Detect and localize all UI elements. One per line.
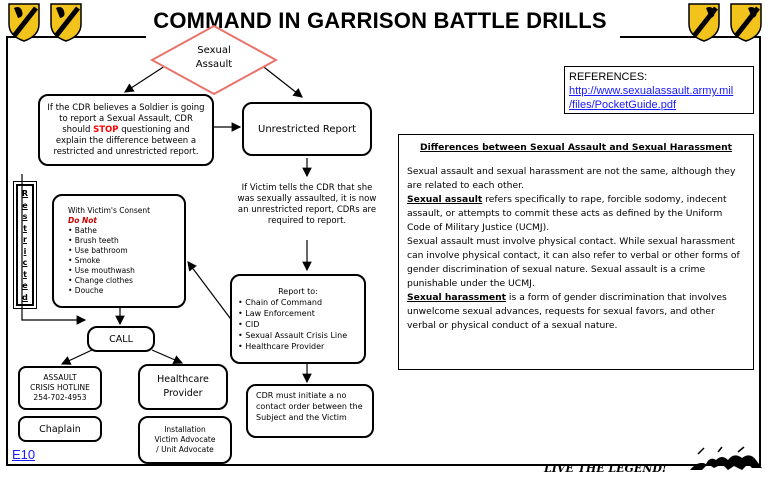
consent-list-item: • Brush teeth xyxy=(68,236,119,245)
frame-top-right xyxy=(620,36,761,38)
believe-text-before: If the CDR believes a Soldier is going t… xyxy=(47,102,205,135)
e10-link[interactable]: E10 xyxy=(12,447,35,462)
hotline-phone: 254-702-4953 xyxy=(33,393,87,402)
do-not-label: Do Not xyxy=(68,216,98,225)
cdr-believes-box: If the CDR believes a Soldier is going t… xyxy=(38,94,214,166)
healthcare-line2: Provider xyxy=(163,388,203,399)
report-list-item: • Healthcare Provider xyxy=(238,342,325,351)
restricted-letter: t xyxy=(23,223,27,233)
restricted-letter: c xyxy=(22,258,28,267)
consent-list-item: • Bathe xyxy=(68,226,97,235)
call-label: CALL xyxy=(109,333,133,345)
report-list-item: • Law Enforcement xyxy=(238,309,315,318)
motto-text: LIVE THE LEGEND! xyxy=(544,462,667,475)
victim-consent-box: With Victim's Consent Do Not • Bathe• Br… xyxy=(52,194,186,308)
sexual-assault-def: refers specifically to rape, forcible so… xyxy=(407,194,727,233)
diamond-line2: Assault xyxy=(195,59,233,70)
cavalry-patch-icon xyxy=(50,3,82,42)
restricted-letter: s xyxy=(22,212,28,221)
believe-text-after: questioning and explain the difference b… xyxy=(53,124,199,157)
advocate-line3: / Unit Advocate xyxy=(156,445,214,454)
advocate-line1: Installation xyxy=(164,425,206,434)
restricted-letter: e xyxy=(22,200,28,210)
sexual-harassment-def: is a form of gender discrimination that … xyxy=(407,292,727,331)
diamond-line1: Sexual xyxy=(197,45,231,56)
sexual-harassment-term: Sexual harassment xyxy=(407,292,507,303)
consent-list-item: • Douche xyxy=(68,286,104,295)
report-to-box: Report to: • Chain of Command • Law Enfor… xyxy=(230,274,366,364)
differences-p1: Sexual assault and sexual harassment are… xyxy=(407,166,736,191)
chaplain-box: Chaplain xyxy=(18,416,102,442)
page-frame xyxy=(6,36,761,466)
unrestricted-report-box: Unrestricted Report xyxy=(242,102,372,156)
restricted-letter: r xyxy=(23,235,27,244)
differences-p3: Sexual assault must involve physical con… xyxy=(407,236,740,289)
no-contact-order-box: CDR must initiate a no contact order bet… xyxy=(246,384,374,438)
restricted-letter: R xyxy=(21,189,29,198)
report-to-heading: Report to: xyxy=(278,287,318,296)
cavalry-charge-icon xyxy=(690,446,762,470)
stop-keyword: STOP xyxy=(93,124,119,135)
link-line1: http://www.sexualassault.army.mil xyxy=(569,85,734,97)
hotline-line2: CRISIS HOTLINE xyxy=(30,383,90,392)
sexual-assault-decision: Sexual Assault xyxy=(150,24,278,96)
differences-p2: Sexual assault refers specifically to ra… xyxy=(407,193,745,235)
call-box: CALL xyxy=(87,326,155,352)
victim-tells-text: If Victim tells the CDR that she was sex… xyxy=(237,183,377,226)
sexual-assault-term: Sexual assault xyxy=(407,194,483,205)
chaplain-label: Chaplain xyxy=(39,423,81,435)
consent-list-item: • Use bathroom xyxy=(68,246,128,255)
pocket-guide-link[interactable]: http://www.sexualassault.army.mil /files… xyxy=(569,85,733,111)
no-contact-text: CDR must initiate a no contact order bet… xyxy=(256,391,363,422)
references-box: REFERENCES: http://www.sexualassault.arm… xyxy=(564,66,754,114)
healthcare-provider-box: Healthcare Provider xyxy=(138,364,228,410)
cavalry-patch-icon xyxy=(688,3,720,42)
frame-top-left xyxy=(6,36,146,38)
victim-tells-note: If Victim tells the CDR that she was sex… xyxy=(236,183,378,227)
restricted-letter: t xyxy=(23,269,27,279)
references-label: REFERENCES: xyxy=(569,71,648,83)
restricted-letter: d xyxy=(22,292,28,302)
consent-list-item: • Smoke xyxy=(68,256,101,265)
restricted-letter: e xyxy=(22,281,28,290)
hotline-line1: ASSAULT xyxy=(43,373,77,382)
healthcare-line1: Healthcare xyxy=(157,374,209,385)
report-list-item: • Sexual Assault Crisis Line xyxy=(238,331,348,340)
report-list-item: • CID xyxy=(238,320,260,329)
victim-advocate-box: Installation Victim Advocate / Unit Advo… xyxy=(138,416,232,464)
crisis-hotline-box: ASSAULT CRISIS HOTLINE 254-702-4953 xyxy=(18,366,102,410)
consent-list-item: • Use mouthwash xyxy=(68,266,135,275)
differences-p4: Sexual harassment is a form of gender di… xyxy=(407,291,745,333)
report-list-item: • Chain of Command xyxy=(238,298,323,307)
e10-code: E10 xyxy=(12,447,36,462)
consent-list: • Bathe• Brush teeth• Use bathroom• Smok… xyxy=(68,226,176,296)
consent-heading: With Victim's Consent xyxy=(68,206,151,215)
restricted-letter: i xyxy=(23,246,27,256)
report-list: • Chain of Command • Law Enforcement • CID… xyxy=(238,297,358,352)
link-line2: /files/PocketGuide.pdf xyxy=(569,99,677,111)
differences-heading: Differences between Sexual Assault and S… xyxy=(419,142,733,153)
diamond-shape xyxy=(150,24,278,96)
cavalry-patch-icon xyxy=(730,3,762,42)
cavalry-patch-icon xyxy=(8,3,40,42)
page-title: COMMAND IN GARRISON BATTLE DRILLS xyxy=(153,8,607,33)
consent-list-item: • Change clothes xyxy=(68,276,133,285)
unrestricted-label: Unrestricted Report xyxy=(258,123,356,135)
differences-box: Differences between Sexual Assault and S… xyxy=(398,134,754,370)
advocate-line2: Victim Advocate xyxy=(154,435,216,444)
